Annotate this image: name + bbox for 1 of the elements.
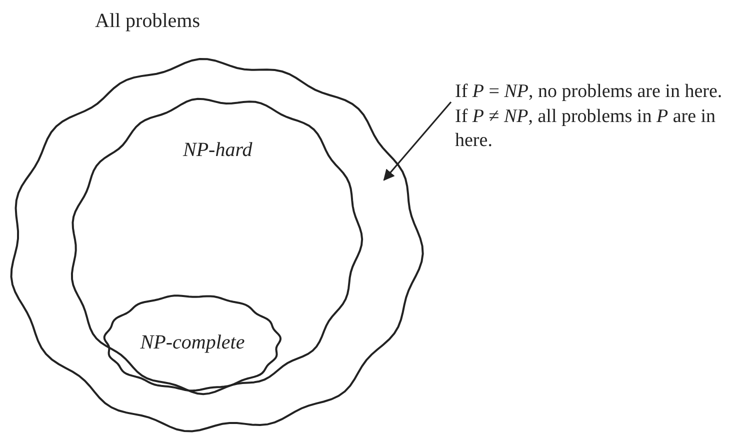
annotation-text: If P = NP, no problems are in here. If P ≠ NP, all problems in P are in here. — [455, 80, 725, 154]
